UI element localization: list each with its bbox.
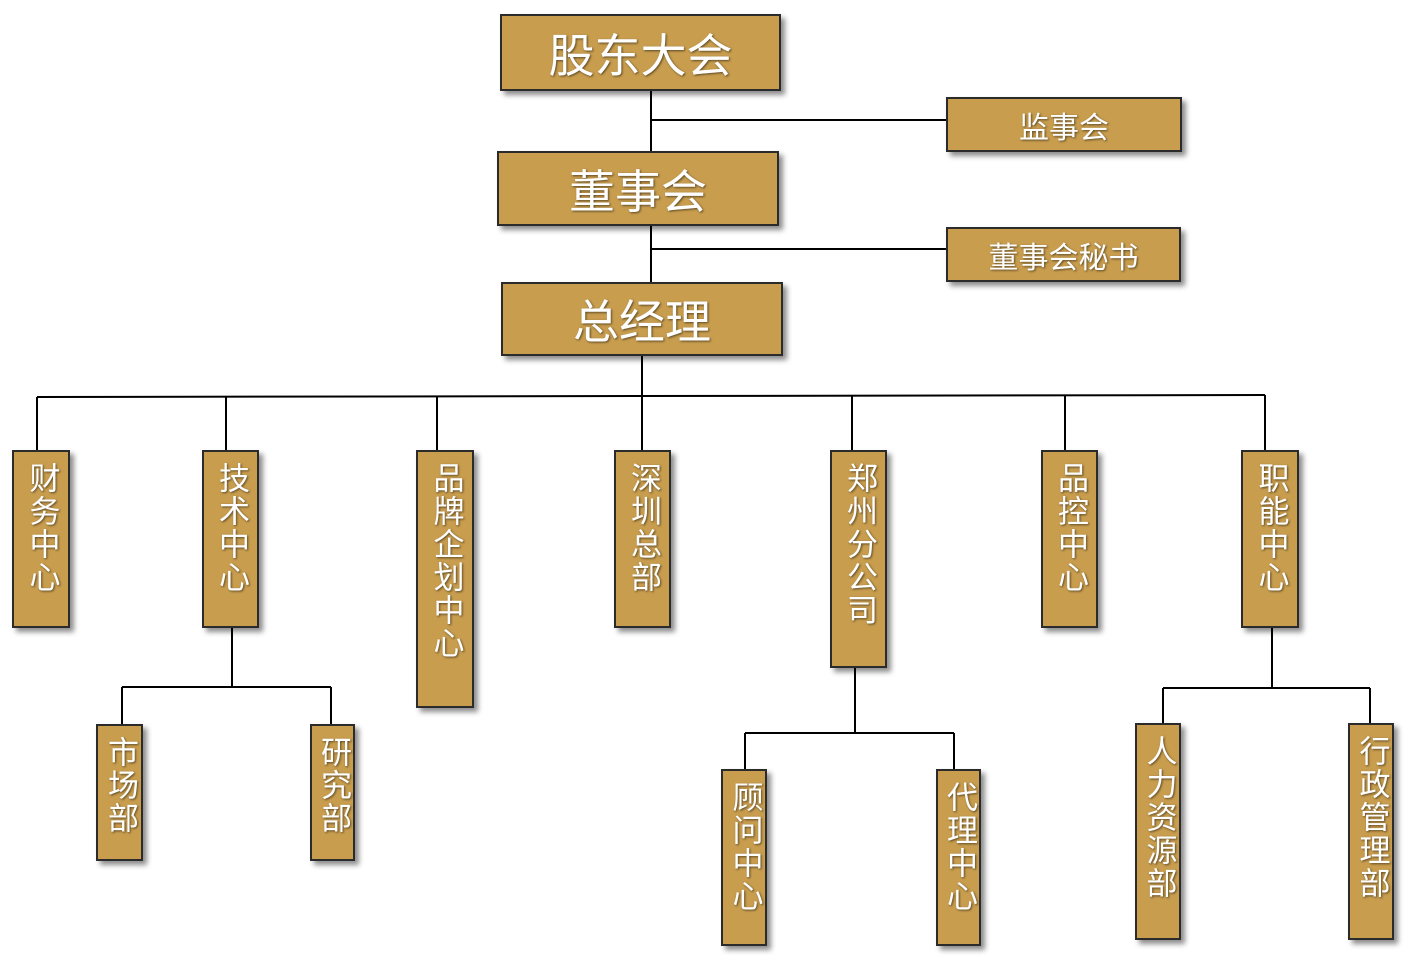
node-qc: 品控中心 — [1041, 450, 1098, 628]
node-agency-label: 代理中心 — [941, 781, 977, 913]
node-tech-label: 技术中心 — [213, 462, 249, 594]
node-board-secretary-label: 董事会秘书 — [988, 240, 1139, 276]
node-admin-label: 行政管理部 — [1353, 735, 1390, 900]
node-brand: 品牌企划中心 — [416, 450, 474, 708]
node-shenzhen: 深圳总部 — [614, 450, 671, 628]
node-finance-label: 财务中心 — [23, 462, 60, 594]
node-hr-label: 人力资源部 — [1140, 735, 1177, 900]
node-market: 市场部 — [96, 724, 143, 861]
node-supervisors-label: 监事会 — [1019, 110, 1109, 146]
node-hr: 人力资源部 — [1135, 723, 1181, 940]
node-supervisors: 监事会 — [946, 97, 1182, 152]
node-qc-label: 品控中心 — [1052, 462, 1088, 594]
node-research: 研究部 — [310, 724, 355, 861]
node-brand-label: 品牌企划中心 — [427, 462, 464, 660]
node-board: 董事会 — [497, 151, 779, 226]
node-finance: 财务中心 — [12, 450, 70, 628]
node-board-label: 董事会 — [569, 164, 707, 219]
node-zhengzhou: 郑州分公司 — [830, 450, 887, 668]
node-tech: 技术中心 — [202, 450, 259, 628]
connector-line-5 — [36, 394, 1266, 398]
node-shenzhen-label: 深圳总部 — [625, 462, 661, 594]
node-zhengzhou-label: 郑州分公司 — [841, 462, 877, 627]
node-gm: 总经理 — [501, 282, 783, 356]
node-shareholders-label: 股东大会 — [548, 28, 733, 83]
node-consulting: 顾问中心 — [721, 769, 767, 946]
node-admin: 行政管理部 — [1348, 723, 1394, 940]
node-gm-label: 总经理 — [573, 295, 711, 349]
node-board-secretary: 董事会秘书 — [946, 227, 1181, 282]
node-research-label: 研究部 — [315, 736, 351, 835]
node-shareholders: 股东大会 — [500, 14, 781, 91]
node-functions: 职能中心 — [1241, 450, 1299, 628]
node-agency: 代理中心 — [936, 769, 981, 946]
node-market-label: 市场部 — [102, 736, 138, 835]
node-functions-label: 职能中心 — [1252, 462, 1289, 594]
node-consulting-label: 顾问中心 — [726, 781, 763, 913]
